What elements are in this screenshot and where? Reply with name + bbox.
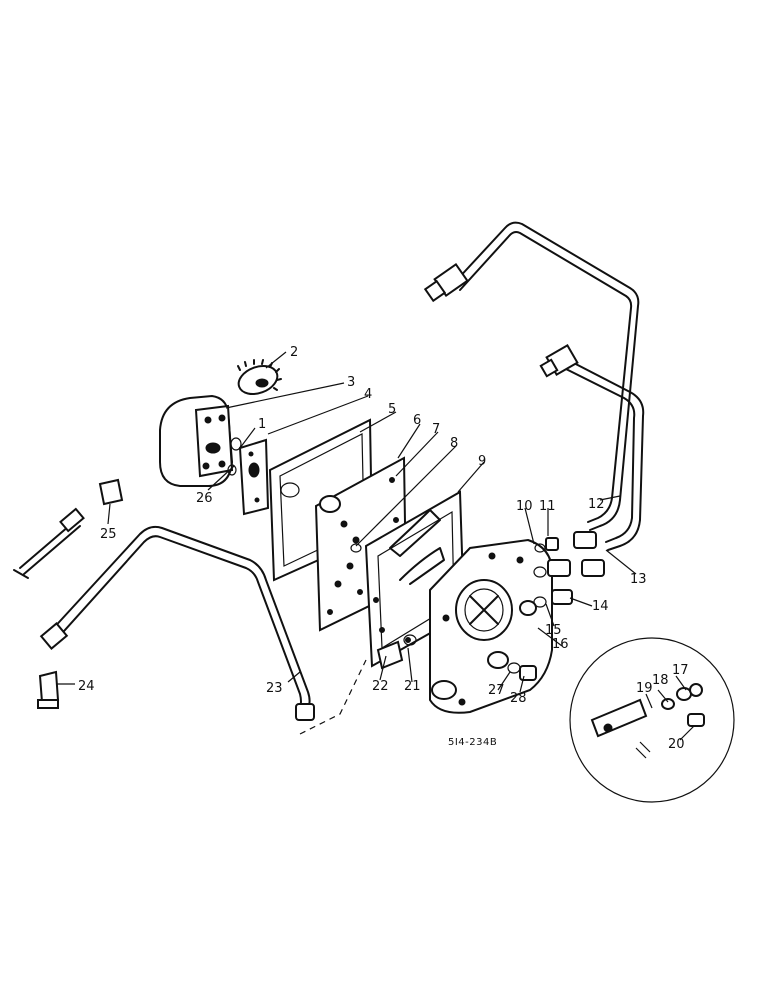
callout-10: 10 bbox=[516, 499, 533, 514]
callout-14: 14 bbox=[592, 599, 609, 614]
callout-24: 24 bbox=[78, 679, 95, 694]
inset-detail bbox=[569, 637, 735, 803]
leader-lines bbox=[56, 351, 695, 741]
pipe-13 bbox=[539, 343, 645, 551]
fitting-part-24 bbox=[37, 670, 60, 709]
callout-15: 15 bbox=[545, 623, 562, 638]
gear-part-2 bbox=[237, 359, 282, 396]
callout-1: 1 bbox=[258, 417, 266, 432]
callout-16: 16 bbox=[552, 637, 569, 652]
callout-11: 11 bbox=[539, 499, 556, 514]
callout-17: 17 bbox=[672, 663, 689, 678]
callout-8: 8 bbox=[450, 436, 458, 451]
callout-19: 19 bbox=[636, 681, 653, 696]
callout-4: 4 bbox=[364, 387, 372, 402]
callout-26: 26 bbox=[196, 491, 213, 506]
callout-27: 27 bbox=[488, 683, 505, 698]
callout-2: 2 bbox=[290, 345, 298, 360]
pipe-12 bbox=[423, 221, 640, 531]
callout-13: 13 bbox=[630, 572, 647, 587]
callout-22: 22 bbox=[372, 679, 389, 694]
fitting-part-25 bbox=[13, 478, 124, 579]
reference-code: 5I4-234B bbox=[448, 737, 497, 748]
callout-21: 21 bbox=[404, 679, 421, 694]
small-plate-part-1 bbox=[227, 437, 270, 516]
callout-7: 7 bbox=[432, 422, 440, 437]
callout-25: 25 bbox=[100, 527, 117, 542]
callout-28: 28 bbox=[510, 691, 527, 706]
callout-labels: 1 2 3 4 5 6 7 8 9 10 11 12 13 14 15 16 1… bbox=[78, 345, 689, 752]
callout-18: 18 bbox=[652, 673, 669, 688]
callout-9: 9 bbox=[478, 454, 486, 469]
callout-12: 12 bbox=[588, 497, 605, 512]
callout-5: 5 bbox=[388, 402, 396, 417]
callout-6: 6 bbox=[413, 413, 421, 428]
fittings-group bbox=[376, 531, 605, 681]
callout-23: 23 bbox=[266, 681, 283, 696]
callout-20: 20 bbox=[668, 737, 685, 752]
callout-3: 3 bbox=[347, 375, 355, 390]
pipe-23 bbox=[39, 525, 315, 721]
pump-housing-part-3 bbox=[159, 394, 234, 487]
